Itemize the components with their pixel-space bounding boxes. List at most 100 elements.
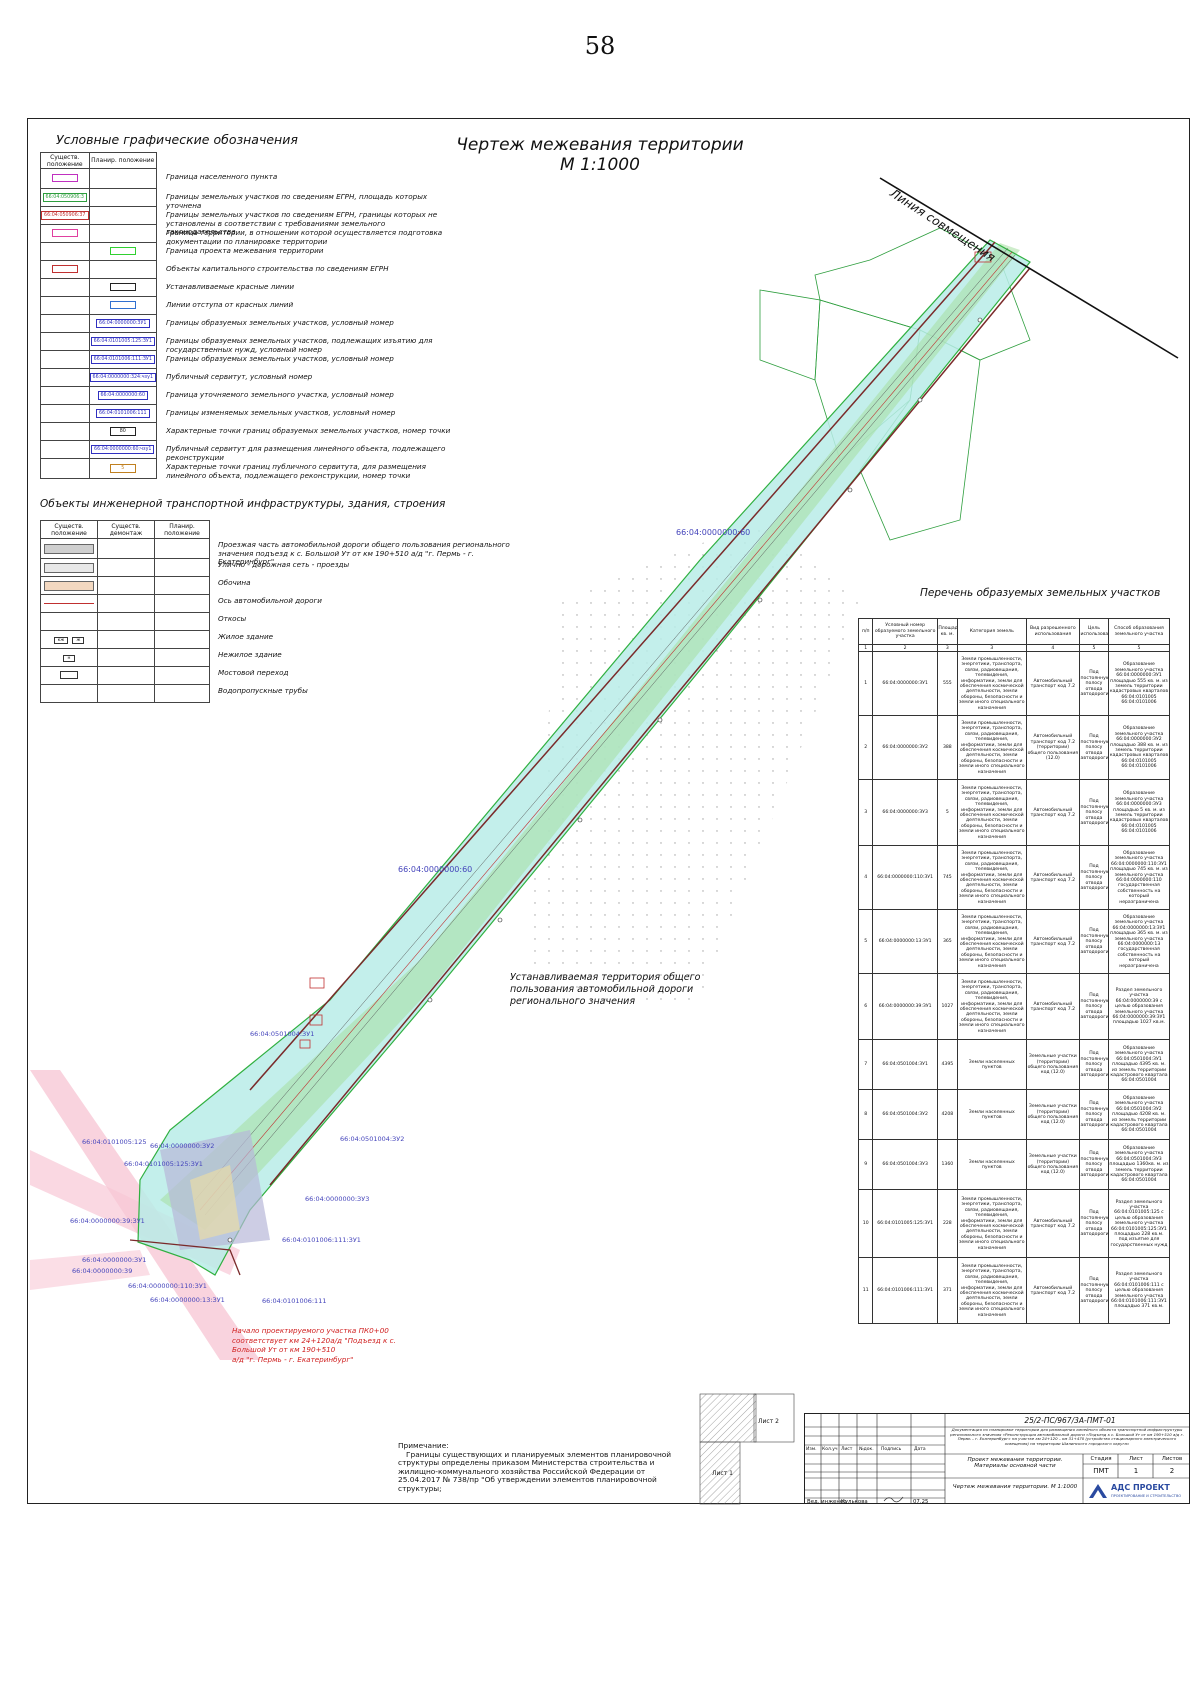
legend-row: 80 <box>40 422 158 441</box>
stamp-sheet-title: Чертеж межевания территории. М 1:1000 <box>952 1484 1078 1490</box>
legend-row: 5 <box>40 458 158 479</box>
plots-header-number: 4 <box>1025 643 1081 653</box>
stamp-col-label: Дата <box>914 1447 926 1452</box>
legend-text: Границы земельных участков по сведениям … <box>166 192 428 210</box>
infra-text: Проезжая часть автомобильной дороги обще… <box>218 540 510 566</box>
stamp-sheet-header: Лист <box>1129 1456 1143 1462</box>
stamp-code: 25/2-ПС/967/3А-ПМТ-01 <box>1024 1416 1116 1425</box>
map-label-0000000-39-zu1: 66:04:0000000:39:ЗУ1 <box>70 1217 145 1225</box>
table-cell: 66:04:0000000:ЗУ1 <box>872 651 938 717</box>
map-label-0101006-111: 66:04:0101006:111 <box>262 1297 327 1305</box>
table-cell: Земли промышленности, энергетики, трансп… <box>956 909 1027 975</box>
table-cell: Земли промышленности, энергетики, трансп… <box>956 715 1027 781</box>
legend-text: Граница населенного пункта <box>166 172 278 181</box>
infra-text: Откосы <box>218 614 247 623</box>
legend-text: Характерные точки границ публичного серв… <box>166 462 426 480</box>
map-label-0501004-zu2: 66:04:0501004:ЗУ2 <box>340 1135 405 1143</box>
legend-text: Публичный сервитут, условный номер <box>166 372 313 381</box>
legend-symbol: 66:04:0000000:60 <box>97 391 149 400</box>
legend-title: Условные графические обозначения <box>56 132 298 147</box>
road-axis <box>199 251 1013 1211</box>
table-cell: 9 <box>857 1139 874 1191</box>
table-cell: 8 <box>857 1089 874 1141</box>
legend-symbol: 66:04:0101006:111:ЗУ1 <box>90 355 155 364</box>
house-symbol: ж <box>72 636 85 644</box>
plots-header-number: 2 <box>872 643 938 653</box>
table-cell: Раздел земельного участка 66:04:0101006:… <box>1107 1257 1171 1325</box>
infra-row <box>40 666 210 685</box>
legend-symbol: 66:04:0000000:60:чзу1 <box>91 445 155 454</box>
table-cell: 5 <box>936 779 958 847</box>
table-cell: 228 <box>936 1189 958 1259</box>
drawing-title: Чертеж межевания территории <box>456 135 744 155</box>
table-cell: 66:04:0000000:ЗУ2 <box>872 715 938 781</box>
infra-text: Обочина <box>218 578 251 587</box>
legend-symbol: 80 <box>109 427 136 436</box>
plots-header-cell: Площадь, кв. м. <box>936 618 958 645</box>
legend-row <box>40 224 158 243</box>
legend-symbol: 5 <box>109 464 136 473</box>
legend-text: Объекты капитального строительства по св… <box>166 264 389 273</box>
legend-symbol: 66:04:0101006:111 <box>95 409 150 418</box>
map-label-0000000-110-zu1: 66:04:0000000:110:ЗУ1 <box>128 1282 207 1290</box>
table-cell: Под постоянную полосу отвода автодороги <box>1079 1089 1109 1141</box>
stamp-person: Кулькова <box>841 1499 868 1505</box>
table-cell: 66:04:0101006:111:ЗУ1 <box>872 1257 938 1325</box>
combine-line <box>879 177 1179 359</box>
table-cell: Под постоянную полосу отвода автодороги <box>1079 909 1109 975</box>
map-label-0000000-13-zu1: 66:04:0000000:13:ЗУ1 <box>150 1296 225 1304</box>
drawing-sheet <box>27 118 1190 1504</box>
plots-header-number: 1 <box>857 643 874 653</box>
legend-text: Границы земельных участков по сведениям … <box>166 210 438 236</box>
table-cell: Под постоянную полосу отвода автодороги <box>1079 1139 1109 1191</box>
infra-text: Жилое здание <box>218 632 274 641</box>
infra-row <box>40 594 210 613</box>
table-cell: Земли промышленности, энергетики, трансп… <box>956 779 1027 847</box>
legend-text: Публичный сервитут для размещения линейн… <box>166 444 446 462</box>
map-label-0000000-zu3: 66:04:0000000:ЗУ3 <box>305 1195 370 1203</box>
infra-text: Ось автомобильной дороги <box>218 596 322 605</box>
table-cell: Автомобильный транспорт код 7.2 <box>1025 1189 1081 1259</box>
legend-symbol: 66:04:050906:37 <box>41 211 89 220</box>
sheet2-ref: Лист 2 <box>758 1418 779 1425</box>
table-cell: Образование земельного участка 66:04:000… <box>1107 779 1171 847</box>
legend-symbol <box>109 300 136 309</box>
table-cell: Автомобильный транспорт код 7.2 <box>1025 973 1081 1041</box>
map-label-0000000-zu2: 66:04:0000000:ЗУ2 <box>150 1142 215 1150</box>
table-cell: 1 <box>857 651 874 717</box>
infra-row <box>40 558 210 577</box>
table-cell: 4 <box>857 845 874 911</box>
legend-symbol: 66:04:0000000:324:чзу1 <box>89 373 156 382</box>
table-cell: 371 <box>936 1257 958 1325</box>
legend-row <box>40 260 158 279</box>
table-cell: Земли промышленности, энергетики, трансп… <box>956 973 1027 1041</box>
stamp-sheet: 1 <box>1133 1467 1139 1475</box>
infra-row <box>40 684 210 703</box>
plots-header-cell: Цель использования <box>1079 618 1109 645</box>
legend-row: 66:04:0101005:125:ЗУ1 <box>40 332 158 351</box>
legend-symbol <box>51 264 78 273</box>
legend-text: Границы образуемых земельных участков, п… <box>166 336 433 354</box>
stamp-project: Документация по планировке территории дл… <box>950 1427 1184 1446</box>
legend-text: Характерные точки границ образуемых земе… <box>166 426 451 435</box>
bridge-symbol <box>60 670 78 679</box>
plots-header-cell: п/п <box>857 618 874 645</box>
table-cell: Под постоянную полосу отвода автодороги <box>1079 715 1109 781</box>
plots-header-cell: Категория земель <box>956 618 1027 645</box>
infra-row <box>40 576 210 595</box>
table-cell: 66:04:0501004:ЗУ2 <box>872 1089 938 1141</box>
map-label-plot-60-mid: 66:04:0000000:60 <box>398 865 473 874</box>
table-cell: 388 <box>936 715 958 781</box>
table-cell: Раздел земельного участка 66:04:0000000:… <box>1107 973 1171 1041</box>
table-cell: Под постоянную полосу отвода автодороги <box>1079 973 1109 1041</box>
table-cell: Земли населенных пунктов <box>956 1139 1027 1191</box>
table-cell: 3 <box>857 779 874 847</box>
plots-header-cell: Вид разрешенного использования <box>1025 618 1081 645</box>
infra-text: Мостовой переход <box>218 668 289 677</box>
infra-row <box>40 538 210 559</box>
